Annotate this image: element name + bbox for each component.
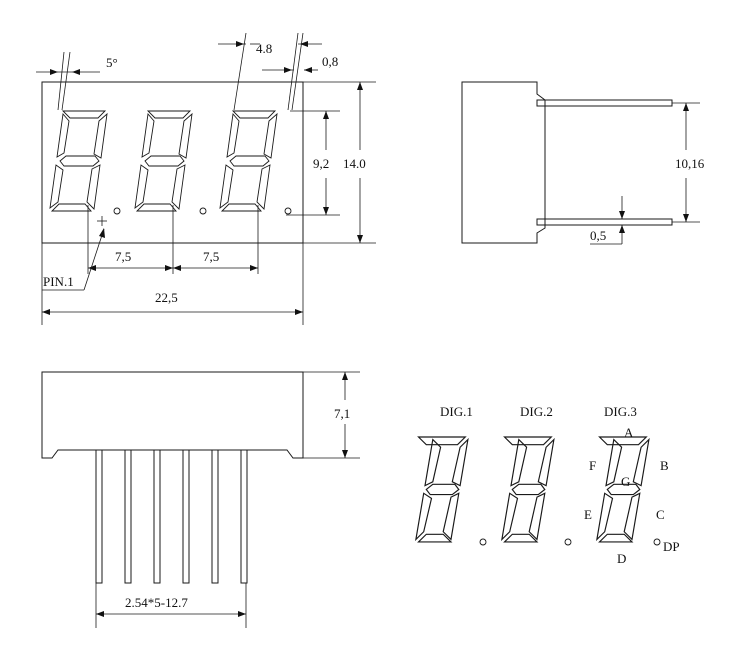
digit-diagram: DIG.1 DIG.2 DIG.3 A B C D E F G DP xyxy=(415,404,680,566)
seg-width-label: 0,8 xyxy=(322,54,338,69)
slant-dim-line-a xyxy=(233,32,247,111)
slant-dim-line-b xyxy=(287,32,299,111)
front-dp-1 xyxy=(113,207,121,215)
segment-d-label: D xyxy=(617,551,626,566)
segment-c-label: C xyxy=(656,507,665,522)
diagram-digit-2 xyxy=(501,436,555,543)
angle-line-a xyxy=(57,51,65,111)
front-dp-2 xyxy=(199,207,207,215)
pitch-a-label: 7,5 xyxy=(115,249,131,264)
pin-spacing-label: 10,16 xyxy=(675,156,705,171)
body-height-label: 14.0 xyxy=(343,156,366,171)
angle-line-b xyxy=(61,51,71,111)
overall-width-label: 22,5 xyxy=(155,290,178,305)
pin-pitch-label: 2.54*5-12.7 xyxy=(125,595,188,610)
digit-height-label: 9,2 xyxy=(313,156,329,171)
diagram-dp-1 xyxy=(479,538,487,546)
diagram-digit-3 xyxy=(596,436,650,543)
pin1-leader xyxy=(83,228,105,291)
diagram-dp-3 xyxy=(653,538,661,546)
top-dim-label: 4.8 xyxy=(256,41,272,56)
side-pin-top xyxy=(536,99,673,107)
front-view: 5° 4.8 0,8 9,2 14.0 xyxy=(36,32,376,325)
pin1-label: PIN.1 xyxy=(43,274,74,289)
segment-dp-label: DP xyxy=(663,539,680,554)
bottom-body-outline xyxy=(41,371,304,459)
side-body-outline xyxy=(461,81,546,244)
pin-thickness-label: 0,5 xyxy=(590,228,606,243)
digit-2-label: DIG.2 xyxy=(520,404,553,419)
diagram-digit-1 xyxy=(415,436,469,543)
diagram-dp-2 xyxy=(564,538,572,546)
segment-b-label: B xyxy=(660,458,669,473)
front-digit-2 xyxy=(134,110,193,212)
slant-dim-line-c xyxy=(291,32,304,111)
segment-g-label: G xyxy=(621,474,630,489)
front-digit-3 xyxy=(219,110,278,212)
bottom-height-label: 7,1 xyxy=(334,406,350,421)
display-body-outline xyxy=(41,81,304,244)
side-view: 10,16 0,5 xyxy=(461,81,705,245)
segment-f-label: F xyxy=(589,458,596,473)
digit-3-label: DIG.3 xyxy=(604,404,637,419)
side-pin-bottom xyxy=(536,218,673,226)
digit-1-label: DIG.1 xyxy=(440,404,473,419)
front-dp-3 xyxy=(284,207,292,215)
front-digit-1 xyxy=(49,110,108,212)
segment-a-label: A xyxy=(624,425,634,440)
bottom-pins xyxy=(95,449,248,584)
segment-e-label: E xyxy=(584,507,592,522)
pitch-b-label: 7,5 xyxy=(203,249,219,264)
angle-label: 5° xyxy=(106,55,118,70)
bottom-view: 7,1 2.54*5-12.7 xyxy=(41,371,360,628)
